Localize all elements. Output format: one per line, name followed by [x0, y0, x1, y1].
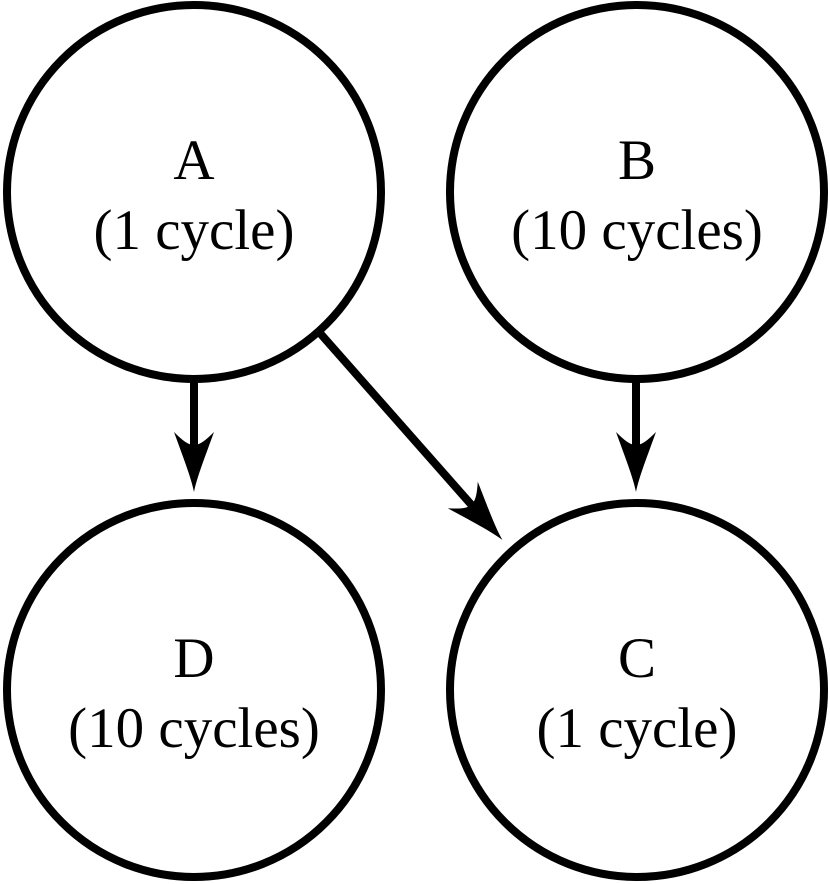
- node-c: C (1 cycle): [446, 499, 828, 881]
- node-a-circle: [3, 1, 385, 383]
- node-d: D (10 cycles): [3, 499, 385, 881]
- node-b-sublabel: (10 cycles): [511, 199, 763, 262]
- node-c-sublabel: (1 cycle): [537, 697, 738, 760]
- node-a-label: A: [173, 129, 214, 192]
- edge-a-to-c-arrow: [316, 329, 503, 540]
- node-c-circle: [446, 499, 828, 881]
- node-a: A (1 cycle): [3, 1, 385, 383]
- node-d-circle: [3, 499, 385, 881]
- node-d-sublabel: (10 cycles): [68, 697, 320, 760]
- node-b: B (10 cycles): [446, 1, 828, 383]
- edges-layer: [174, 329, 656, 540]
- node-d-label: D: [173, 627, 214, 690]
- node-b-circle: [446, 1, 828, 383]
- node-c-label: C: [618, 627, 656, 690]
- node-a-sublabel: (1 cycle): [94, 199, 295, 262]
- node-b-label: B: [618, 129, 656, 192]
